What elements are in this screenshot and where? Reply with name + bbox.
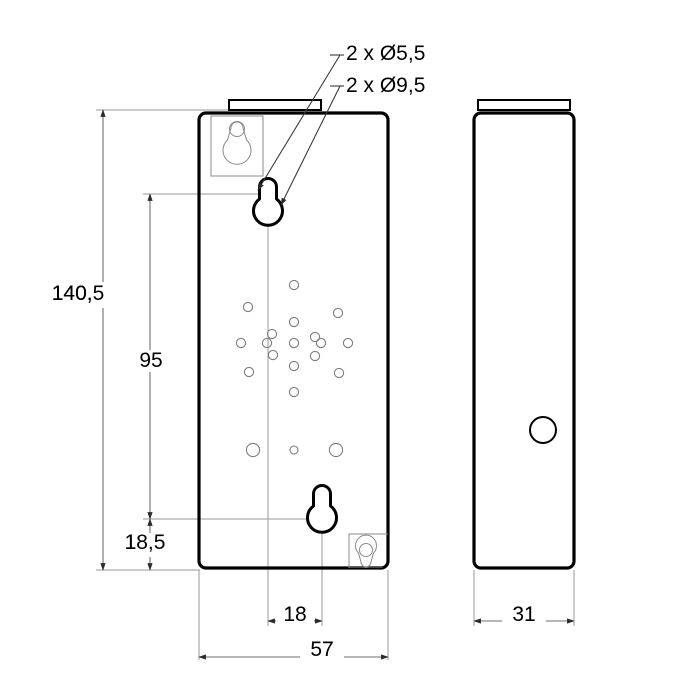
keyhole-bottom <box>306 484 338 534</box>
dim-label-height-95-top: 95 <box>139 349 162 372</box>
note-dia-55: 2 x Ø5,5 <box>346 42 425 65</box>
side-view <box>472 99 576 570</box>
front-view-top-cap <box>228 99 322 111</box>
front-view <box>197 99 390 570</box>
side-view-top-cap <box>477 99 571 111</box>
lower-hole-row <box>245 442 344 458</box>
side-view-port-circle <box>529 416 557 444</box>
dim-label-depth-31-top: 31 <box>512 603 535 626</box>
speaker-grille <box>235 279 354 398</box>
dim-text-masks <box>92 282 546 663</box>
front-view-body <box>197 111 390 570</box>
note-dia-95: 2 x Ø9,5 <box>346 74 425 97</box>
note-leaders <box>257 54 344 206</box>
text-labels-front: 140,5 95 18,5 18 57 31 <box>52 282 536 661</box>
ghost-detail-top <box>210 115 264 177</box>
dim-label-width-18-top: 18 <box>283 603 306 626</box>
dimension-lines <box>100 109 575 660</box>
dim-label-height-overall: 140,5 <box>52 282 105 305</box>
dim-label-width-57-top: 57 <box>310 638 333 661</box>
leader-dia-95 <box>280 85 341 206</box>
dim-label-height-185-top: 18,5 <box>125 531 166 554</box>
ghost-detail-bottom <box>348 533 388 568</box>
leader-dia-55 <box>257 54 341 191</box>
keyhole-top <box>252 177 284 227</box>
extension-lines <box>96 109 575 660</box>
dim-label-height-overall-top: 140,5 <box>52 282 105 305</box>
side-view-body <box>472 111 576 570</box>
